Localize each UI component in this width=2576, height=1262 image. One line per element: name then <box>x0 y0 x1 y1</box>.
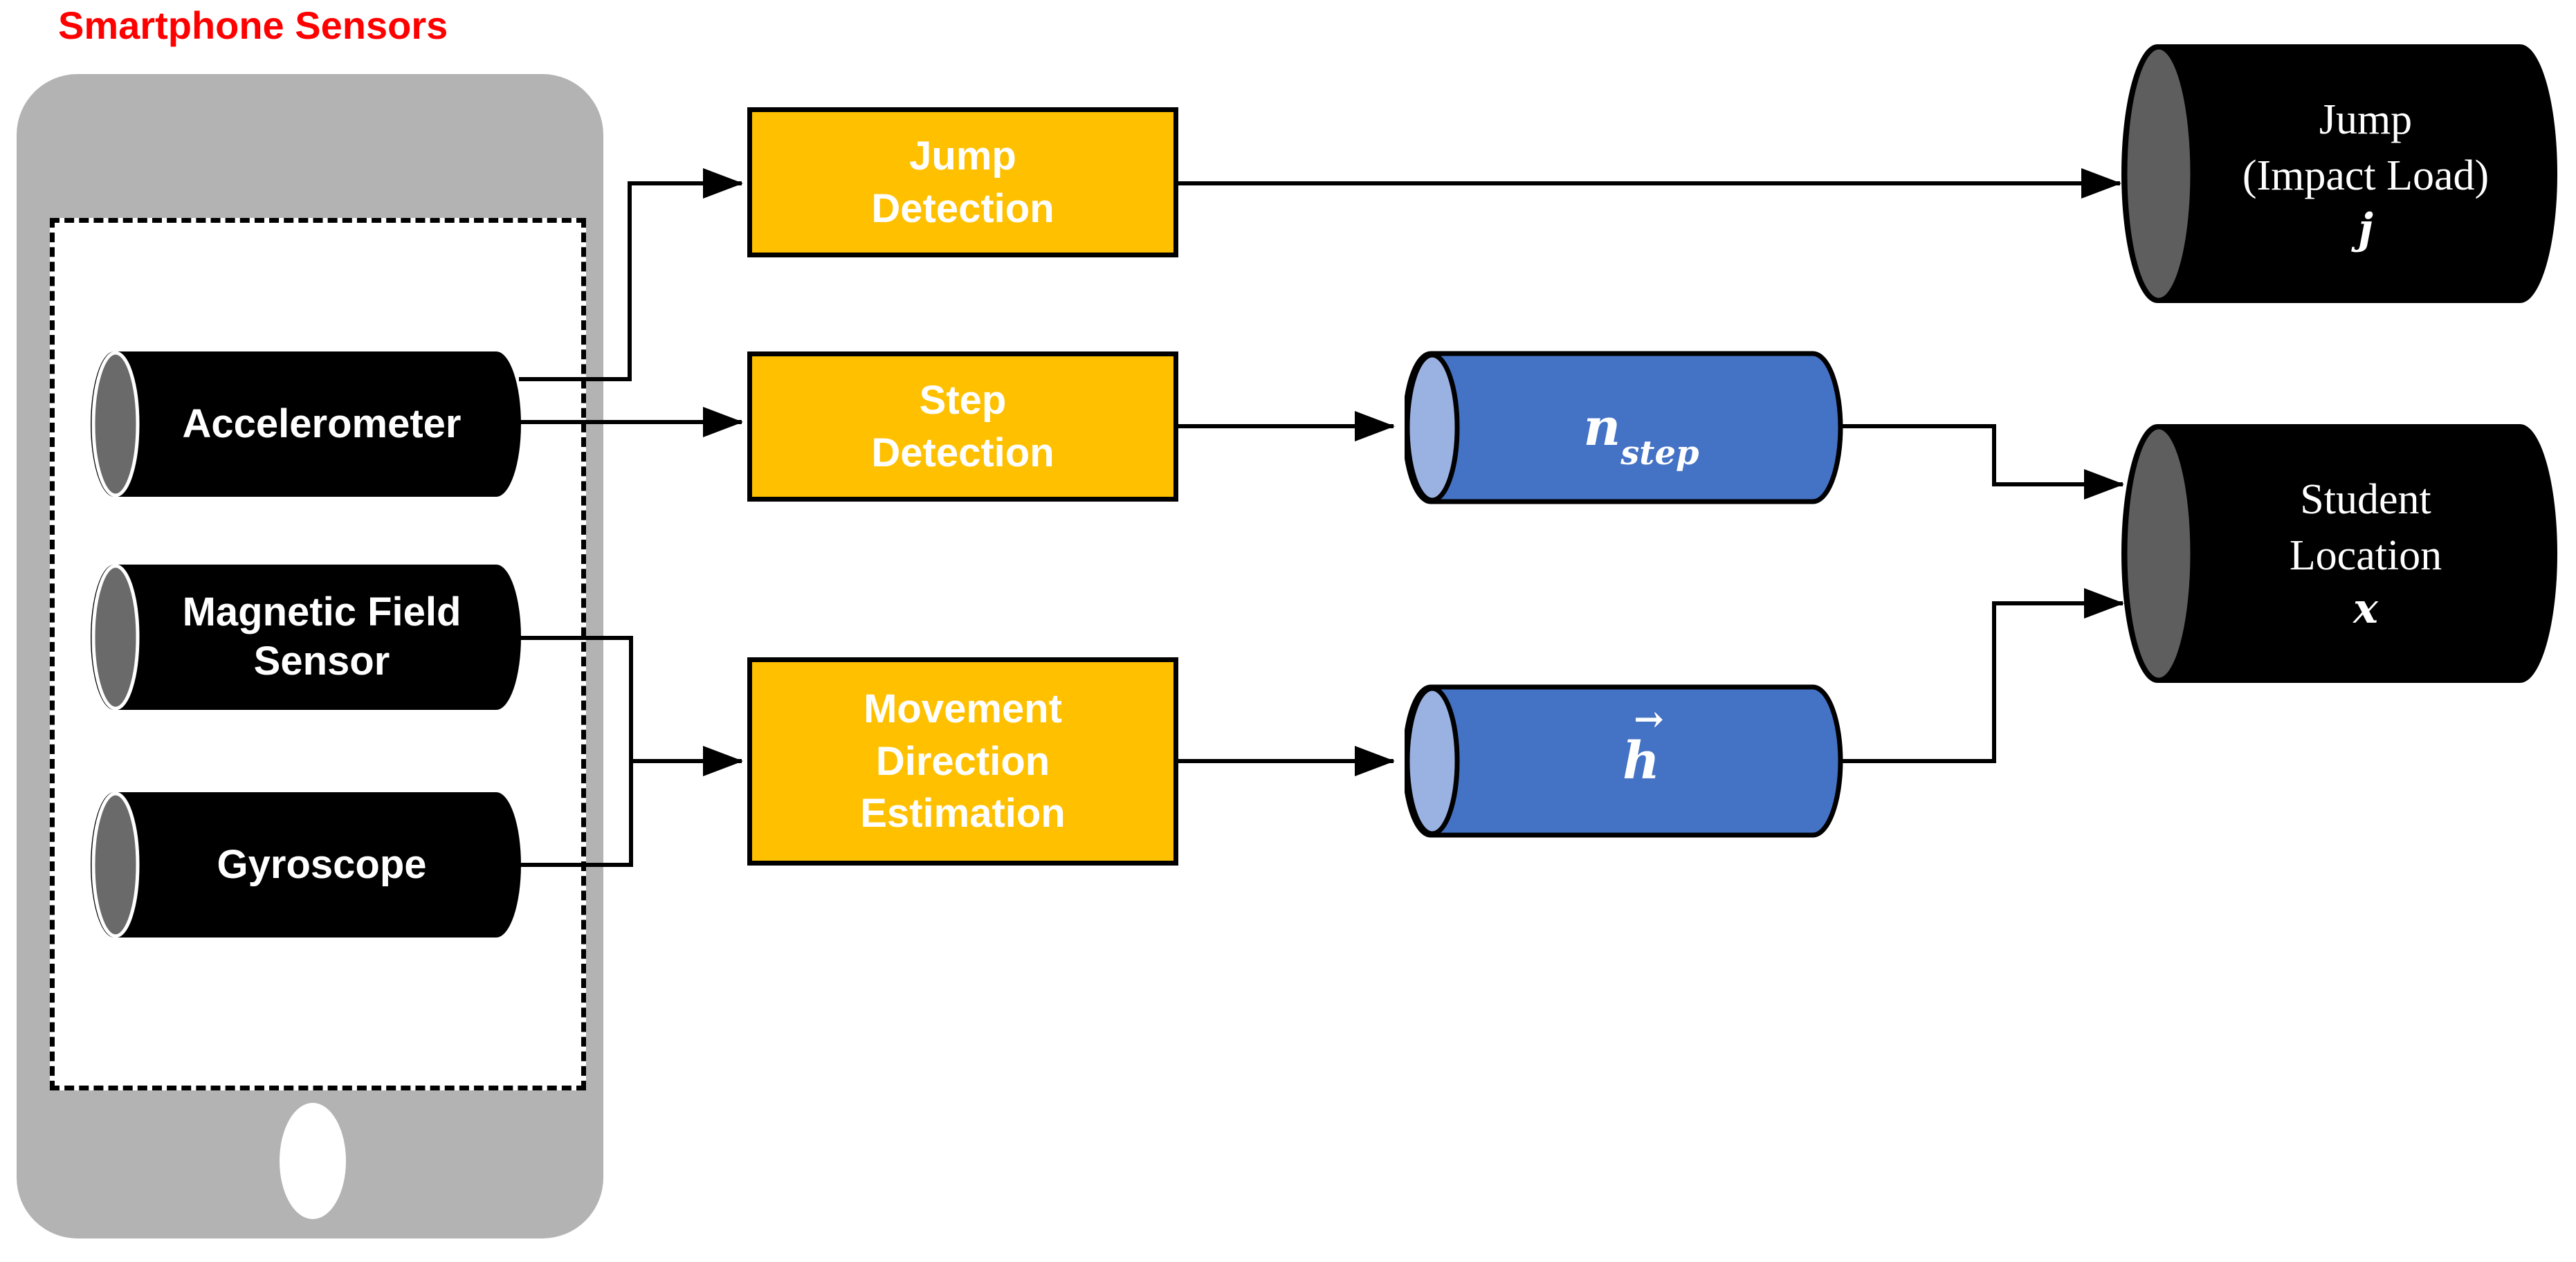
arrow-heading-to-student-location <box>1842 588 2124 763</box>
sensor-label: Magnetic Field Sensor <box>182 589 462 684</box>
arrow-nstep-to-student-location <box>1842 424 2124 500</box>
diagram-title: Smartphone Sensors <box>58 3 448 47</box>
sensor-gyroscope: Gyroscope <box>91 790 522 940</box>
sensor-accelerometer: Accelerometer <box>91 349 522 499</box>
variable-nstep: nstep <box>1405 351 1843 504</box>
arrow-accelerometer-to-jump-detection <box>519 168 743 381</box>
cylinder-shape <box>1405 684 1843 838</box>
output-label: Jump (Impact Load) j <box>2121 42 2560 306</box>
sensor-magnetic-field: Magnetic Field Sensor <box>91 563 522 712</box>
vector-accent: → <box>1634 698 1664 740</box>
process-step-detection: Step Detection <box>747 351 1178 502</box>
output-jump-impact-load: Jump (Impact Load) j <box>2121 42 2560 306</box>
cylinder-shape <box>1405 351 1843 504</box>
variable-heading-vector: →h <box>1405 684 1843 838</box>
cylinder-shape <box>2121 44 2557 303</box>
cylinder-shape <box>91 564 521 711</box>
process-jump-detection: Jump Detection <box>747 107 1178 257</box>
output-label: Student Location x <box>2121 421 2560 686</box>
sensor-label: Gyroscope <box>217 841 427 887</box>
output-symbol: x <box>2353 585 2378 634</box>
variable-label: →h <box>1623 698 1664 791</box>
cylinder-shape <box>91 351 521 497</box>
cylinder-shape <box>2121 424 2557 683</box>
process-movement-direction-estimation: Movement Direction Estimation <box>747 657 1178 866</box>
line-magnetic-and-gyroscope-merge <box>519 636 633 867</box>
sensor-label: Accelerometer <box>182 401 462 446</box>
output-student-location: Student Location x <box>2121 421 2560 686</box>
cylinder-shape <box>91 792 521 938</box>
output-symbol: j <box>2358 205 2373 254</box>
variable-label: nstep <box>1583 398 1699 473</box>
phone-home-button <box>280 1103 346 1219</box>
